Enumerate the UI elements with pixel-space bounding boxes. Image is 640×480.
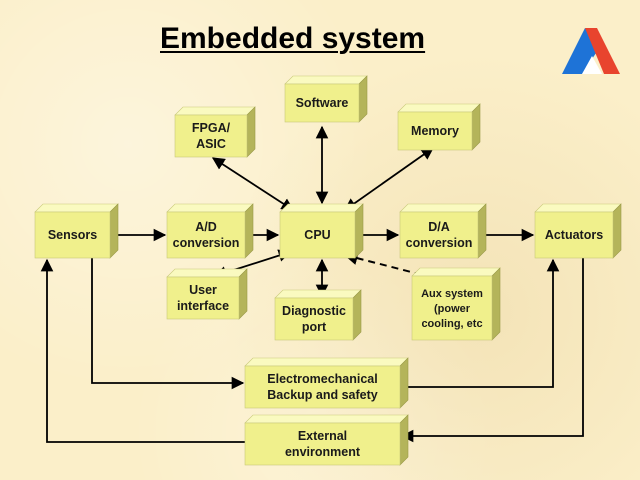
box-front-face <box>411 275 493 341</box>
box-label: A/D <box>195 220 217 234</box>
box-actuators: Actuators <box>534 203 622 259</box>
arrow-sensors-to-electromechanical <box>91 258 245 390</box>
box-ad-conversion: A/D conversion <box>166 203 254 259</box>
box-front-face <box>166 276 240 320</box>
box-label: conversion <box>173 236 240 250</box>
box-front-face <box>274 297 354 341</box>
box-memory: Memory <box>397 103 481 151</box>
box-label: Actuators <box>545 228 603 242</box>
box-label: conversion <box>406 236 473 250</box>
box-side-face <box>491 267 501 341</box>
box-label: CPU <box>304 228 330 242</box>
box-top-face <box>534 203 622 213</box>
box-label: FPGA/ <box>192 121 231 135</box>
box-label: cooling, etc <box>421 318 482 330</box>
box-top-face <box>399 203 487 213</box>
box-front-face <box>244 365 401 409</box>
box-front-face <box>534 211 614 259</box>
arrow-cpu-memory <box>343 147 435 211</box>
arrow-cpu-fpga <box>211 157 295 211</box>
box-front-face <box>174 114 248 158</box>
box-aux-system: Aux system (power cooling, etc <box>411 267 501 341</box>
box-front-face <box>244 422 401 466</box>
box-cpu: CPU <box>279 203 364 259</box>
box-top-face <box>279 203 364 213</box>
box-side-face <box>109 203 119 259</box>
box-top-face <box>166 268 248 278</box>
box-front-face <box>397 111 473 151</box>
arrow-external-to-sensors <box>40 258 245 443</box>
box-top-face <box>244 414 409 424</box>
box-label: Memory <box>411 124 459 138</box>
box-side-face <box>354 203 364 259</box>
box-label: (power <box>434 303 471 315</box>
page-title: Embedded system <box>160 22 426 55</box>
box-external-environment: External environment <box>244 414 409 466</box>
box-side-face <box>477 203 487 259</box>
box-top-face <box>411 267 501 277</box>
box-front-face <box>284 83 360 123</box>
box-label: environment <box>285 445 361 459</box>
box-top-face <box>244 357 409 367</box>
box-label: interface <box>177 299 229 313</box>
box-side-face <box>352 289 362 341</box>
box-front-face <box>34 211 111 259</box>
box-diagnostic-port: Diagnostic port <box>274 289 362 341</box>
box-label: Software <box>296 96 349 110</box>
box-label: Electromechanical <box>267 372 377 386</box>
box-label: ASIC <box>196 137 226 151</box>
box-label: Diagnostic <box>282 304 346 318</box>
box-label: External <box>298 429 347 443</box>
box-label: Sensors <box>48 228 97 242</box>
box-side-face <box>612 203 622 259</box>
box-da-conversion: D/A conversion <box>399 203 487 259</box>
mountain-logo-icon <box>562 28 620 74</box>
box-side-face <box>244 203 254 259</box>
arrow-actuators-to-external <box>400 258 584 443</box>
box-top-face <box>174 106 256 116</box>
box-side-face <box>471 103 481 151</box>
box-label: User <box>189 283 217 297</box>
box-sensors: Sensors <box>34 203 119 259</box>
box-front-face <box>279 211 356 259</box>
box-side-face <box>399 414 409 466</box>
box-top-face <box>284 75 368 85</box>
box-label: D/A <box>428 220 450 234</box>
box-top-face <box>34 203 119 213</box>
box-user-interface: User interface <box>166 268 248 320</box>
box-top-face <box>397 103 481 113</box>
box-side-face <box>246 106 256 158</box>
box-fpga-asic: FPGA/ASIC <box>174 106 256 158</box>
box-top-face <box>166 203 254 213</box>
box-front-face <box>166 211 246 259</box>
box-software: Software <box>284 75 368 123</box>
box-label: Aux system <box>421 288 483 300</box>
box-side-face <box>238 268 248 320</box>
box-side-face <box>399 357 409 409</box>
box-top-face <box>274 289 362 299</box>
box-label: Backup and safety <box>267 388 378 402</box>
box-side-face <box>358 75 368 123</box>
arrow-electromechanical-to-actuators <box>400 258 560 388</box>
box-label: port <box>302 320 327 334</box>
box-front-face <box>399 211 479 259</box>
